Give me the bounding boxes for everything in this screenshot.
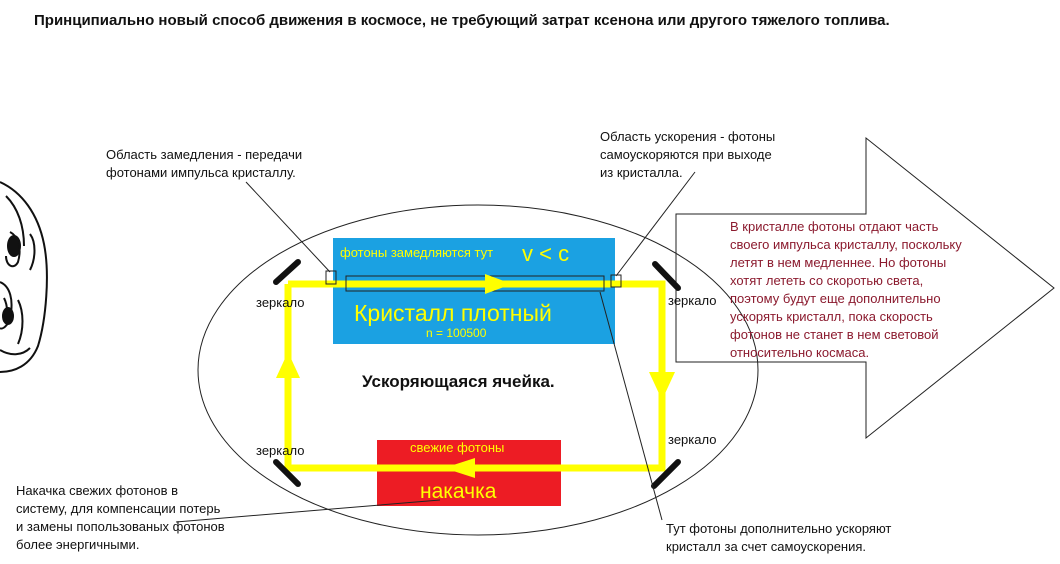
speed-inequality: v < c xyxy=(522,241,570,266)
extra-acceleration-note: Тут фотоны дополнительно ускоряют криста… xyxy=(666,521,892,554)
slowdown-area-label: Область замедления - передачи фотонами и… xyxy=(106,147,303,180)
crystal-label: Кристалл плотный xyxy=(354,300,552,326)
arrow-note: В кристалле фотоны отдают часть своего и… xyxy=(730,219,962,360)
mirror-label-top-left: зеркало xyxy=(256,295,305,310)
mirror-icon xyxy=(273,459,301,487)
leader-lines xyxy=(175,171,696,523)
exit-window xyxy=(610,274,622,288)
arrow-icon xyxy=(485,274,512,294)
mirror-label-bottom-right: зеркало xyxy=(668,432,717,447)
crystal-channel xyxy=(345,275,605,292)
mirror-icon xyxy=(273,259,301,285)
arrow-icon xyxy=(649,372,675,400)
pump-note: Накачка свежих фотонов в систему, для ко… xyxy=(16,483,225,552)
mirror-label-top-right: зеркало xyxy=(668,293,717,308)
mirror-icon xyxy=(651,459,681,489)
accelerating-cell-label: Ускоряющаяся ячейка. xyxy=(362,372,555,391)
troll-face-icon xyxy=(0,181,48,373)
mirror-label-bottom-left: зеркало xyxy=(256,443,305,458)
mirror-icon xyxy=(652,261,681,291)
cell-ellipse xyxy=(197,204,759,536)
fresh-photons-label: свежие фотоны xyxy=(410,440,505,455)
arrow-icon xyxy=(444,458,475,478)
entry-window xyxy=(325,270,337,285)
big-arrow-icon xyxy=(675,136,1055,440)
page-title: Принципиально новый способ движения в ко… xyxy=(34,12,890,29)
photons-slow-label: фотоны замедляются тут xyxy=(340,245,494,260)
arrow-icon xyxy=(276,352,300,378)
refractive-index: n = 100500 xyxy=(426,326,487,340)
photon-beam-loop xyxy=(284,280,666,472)
pump-label: накачка xyxy=(420,480,497,503)
acceleration-area-label: Область ускорения - фотоны самоускоряютс… xyxy=(600,129,776,180)
